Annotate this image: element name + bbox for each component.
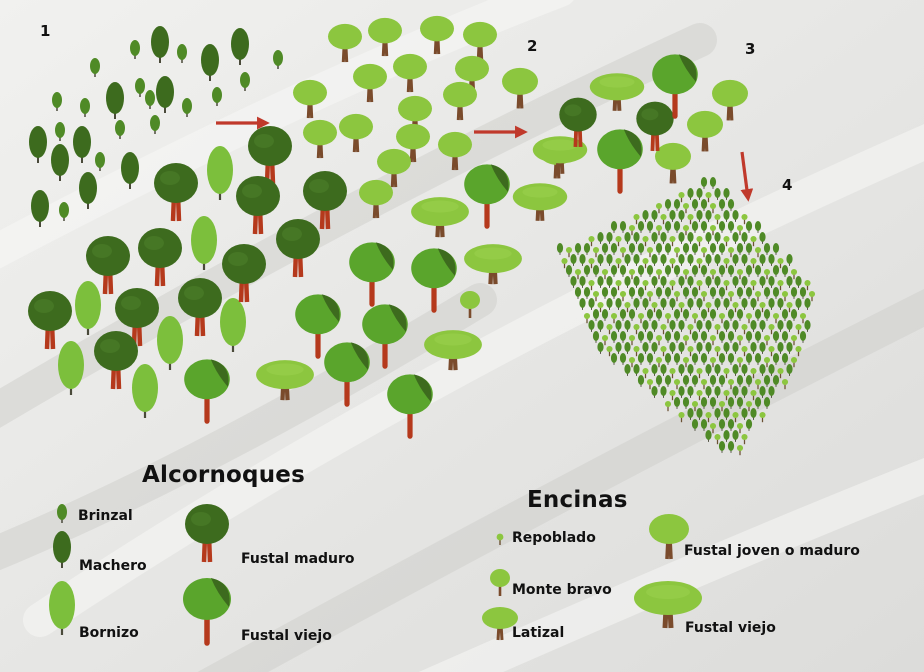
stage-1-number: 1 (40, 22, 50, 40)
legend-label-fustal-joven-o-maduro: Fustal joven o maduro (684, 543, 860, 559)
legend-label-machero: Machero (79, 558, 147, 574)
legend-label-fustal-viejo-encina: Fustal viejo (685, 620, 776, 636)
stage-2-number: 2 (527, 37, 537, 55)
legend-label-monte-bravo: Monte bravo (512, 582, 612, 598)
legend-label-fustal-maduro: Fustal maduro (241, 551, 355, 567)
legend-label-fustal-viejo-alcornoque: Fustal viejo (241, 628, 332, 644)
legend-label-bornizo: Bornizo (79, 625, 139, 641)
legend-label-repoblado: Repoblado (512, 530, 596, 546)
legend-label-brinzal: Brinzal (78, 508, 133, 524)
legend-title-alcornoques: Alcornoques (142, 462, 305, 488)
stage-4-number: 4 (782, 176, 792, 194)
legend-label-latizal: Latizal (512, 625, 564, 641)
legend-title-encinas: Encinas (527, 487, 628, 513)
stage-3-number: 3 (745, 40, 755, 58)
